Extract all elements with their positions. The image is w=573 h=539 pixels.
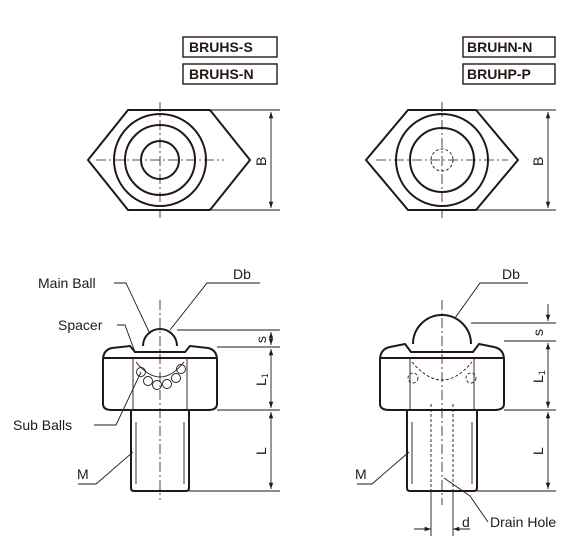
label-db-left: Db [233,266,251,282]
model-label-bruhn-n: BRUHN-N [467,39,532,55]
label-spacer: Spacer [58,317,103,333]
dim-l1-left-subscript: 1 [260,373,270,378]
dim-b-left: B [253,157,269,166]
dim-s-left: s [253,336,269,343]
label-m-left: M [77,466,89,482]
svg-text:L1: L1 [530,370,547,383]
dim-l1-right: L [530,375,546,383]
top-view-left: B [87,102,280,218]
dim-l1-right-subscript: 1 [537,370,547,375]
model-labels-left: BRUHS-S BRUHS-N [182,36,278,85]
model-label-bruhp-p: BRUHP-P [467,66,531,82]
model-labels-right: BRUHN-N BRUHP-P [462,36,556,85]
dim-l1-left: L [253,378,269,386]
dim-l-right: L [530,447,546,455]
top-view-right: B [365,102,556,218]
model-label-bruhs-n: BRUHS-N [189,66,254,82]
label-main-ball: Main Ball [38,275,96,291]
dim-d: d [462,514,470,530]
dim-s-right: s [530,329,546,336]
model-label-bruhs-s: BRUHS-S [189,39,253,55]
label-sub-balls: Sub Balls [13,417,72,433]
label-m-right: M [355,466,367,482]
dim-b-right: B [530,157,546,166]
label-drain-hole: Drain Hole [490,514,556,530]
dim-l-left: L [253,447,269,455]
side-view-left: s L1 L Main Ball Db Spacer Sub Balls M [13,266,280,500]
label-db-right: Db [502,266,520,282]
side-view-right: s L1 L d Db M Drain Hole [355,266,556,536]
svg-text:L1: L1 [253,373,270,386]
